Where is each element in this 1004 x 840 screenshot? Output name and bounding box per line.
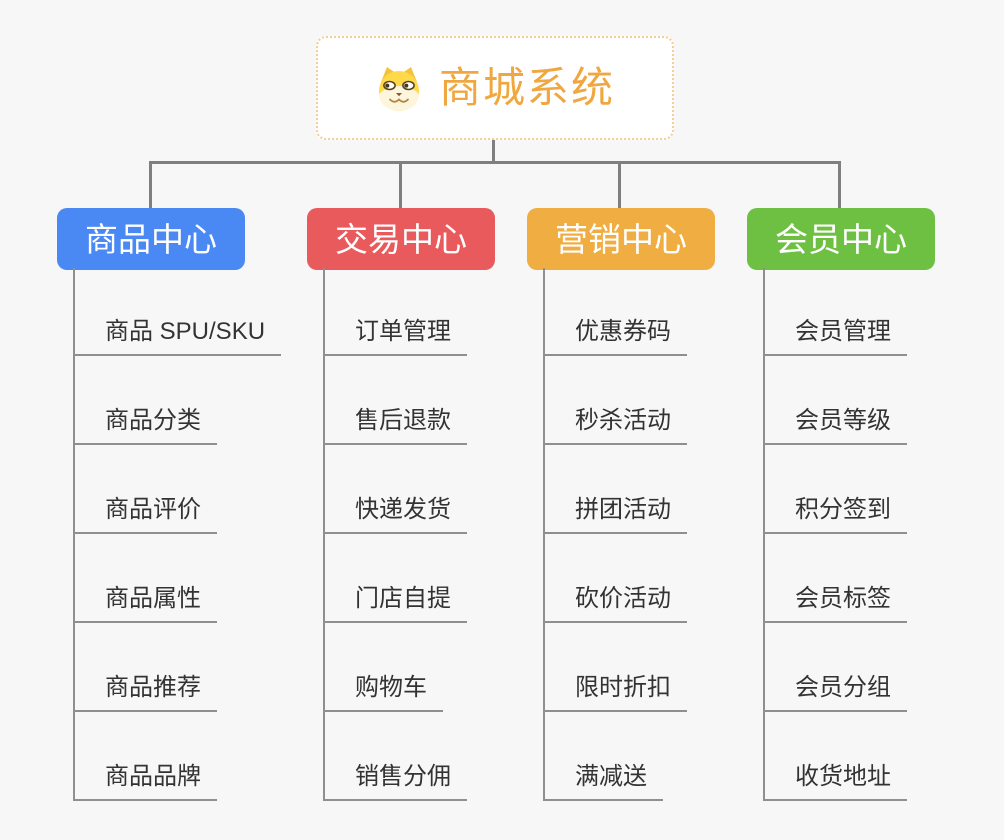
leaf-node[interactable]: 购物车 bbox=[323, 674, 443, 712]
connector-drop-marketing bbox=[618, 161, 621, 209]
leaf-node[interactable]: 会员分组 bbox=[763, 674, 907, 712]
leaf-node[interactable]: 商品推荐 bbox=[73, 674, 217, 712]
connector-spine-trade bbox=[323, 268, 325, 801]
root-title: 商城系统 bbox=[438, 64, 615, 111]
leaf-node[interactable]: 门店自提 bbox=[323, 585, 467, 623]
connector-drop-trade bbox=[399, 161, 402, 209]
leaf-node[interactable]: 快递发货 bbox=[323, 496, 467, 534]
leaf-node[interactable]: 会员标签 bbox=[763, 585, 907, 623]
branch-node-product[interactable]: 商品中心 bbox=[57, 208, 245, 270]
leaf-node[interactable]: 商品分类 bbox=[73, 407, 217, 445]
leaf-node[interactable]: 售后退款 bbox=[323, 407, 467, 445]
leaf-node[interactable]: 会员管理 bbox=[763, 318, 907, 356]
branch-node-trade[interactable]: 交易中心 bbox=[307, 208, 495, 270]
leaf-node[interactable]: 销售分佣 bbox=[323, 763, 467, 801]
leaf-node[interactable]: 秒杀活动 bbox=[543, 407, 687, 445]
leaf-node[interactable]: 商品品牌 bbox=[73, 763, 217, 801]
shiba-dog-icon bbox=[378, 67, 419, 111]
branch-node-member[interactable]: 会员中心 bbox=[747, 208, 935, 270]
leaf-node[interactable]: 限时折扣 bbox=[543, 674, 687, 712]
leaf-node[interactable]: 订单管理 bbox=[323, 318, 467, 356]
leaf-node[interactable]: 会员等级 bbox=[763, 407, 907, 445]
leaf-node[interactable]: 收货地址 bbox=[763, 763, 907, 801]
connector-root-stub bbox=[492, 140, 495, 164]
root-node[interactable]: 商城系统 bbox=[316, 36, 674, 140]
connector-spine-member bbox=[763, 268, 765, 801]
leaf-node[interactable]: 拼团活动 bbox=[543, 496, 687, 534]
connector-drop-product bbox=[149, 161, 152, 209]
connector-spine-product bbox=[73, 268, 75, 801]
leaf-node[interactable]: 积分签到 bbox=[763, 496, 907, 534]
leaf-node[interactable]: 商品属性 bbox=[73, 585, 217, 623]
leaf-node[interactable]: 商品 SPU/SKU bbox=[73, 318, 282, 356]
connector-drop-member bbox=[838, 161, 841, 209]
leaf-node[interactable]: 砍价活动 bbox=[543, 585, 687, 623]
leaf-node[interactable]: 优惠券码 bbox=[543, 318, 687, 356]
leaf-node[interactable]: 商品评价 bbox=[73, 496, 217, 534]
connector-spine-marketing bbox=[543, 268, 545, 801]
connector-trunk-bar bbox=[149, 161, 841, 164]
leaf-node[interactable]: 满减送 bbox=[543, 763, 663, 801]
branch-node-marketing[interactable]: 营销中心 bbox=[527, 208, 715, 270]
